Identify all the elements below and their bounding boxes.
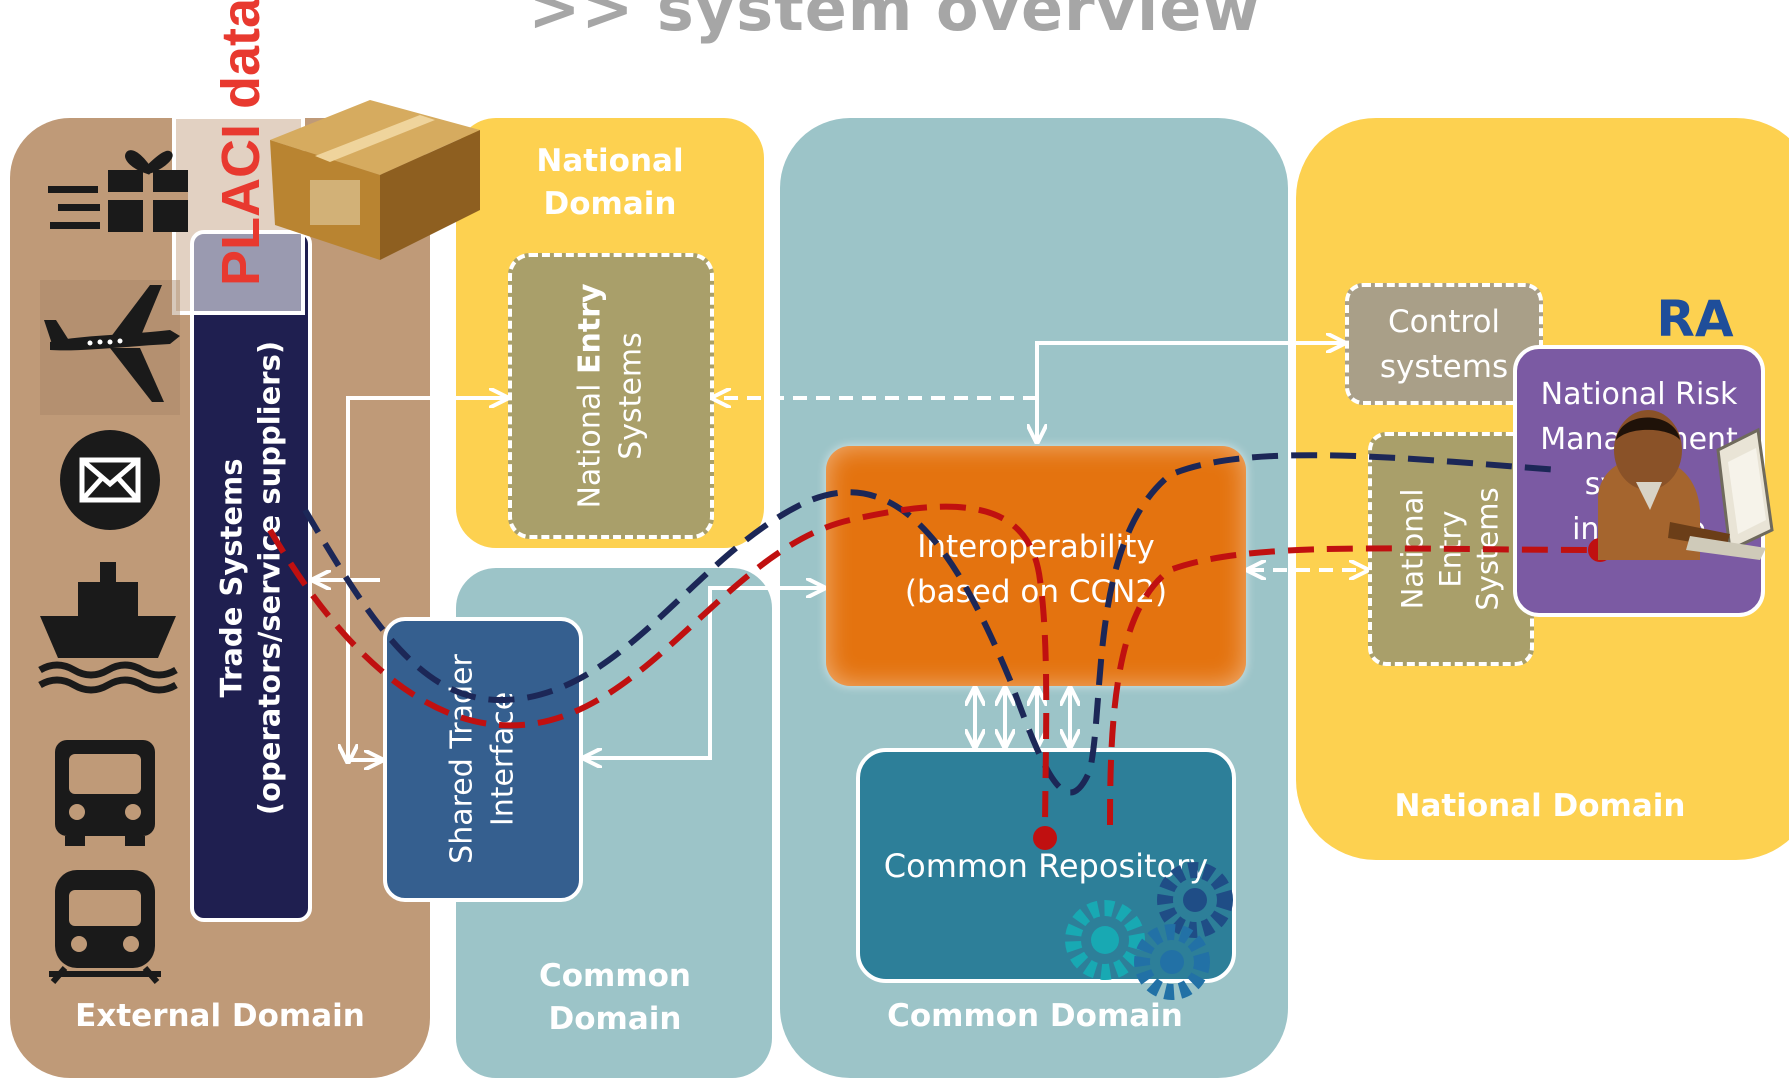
common-repository-label: Common Repository	[883, 847, 1209, 885]
red-flow-path	[267, 503, 1601, 836]
page-title: >> system overview	[528, 0, 1261, 45]
interoperability-line2: (based on CCN2)	[904, 573, 1168, 610]
common-domain-center-label: Common Domain	[887, 998, 1183, 1034]
airplane-icon	[40, 280, 180, 415]
mail-icon	[60, 430, 160, 530]
trade-systems-box[interactable]	[190, 230, 312, 922]
cardboard-box-icon	[270, 100, 480, 260]
gears-icon	[1065, 862, 1233, 1000]
control-systems-box[interactable]	[1345, 283, 1543, 405]
ship-icon	[38, 562, 178, 694]
national-domain-right-label: National Domain	[1394, 788, 1686, 824]
user-at-computer-icon	[1598, 410, 1774, 560]
control-systems-label: Control systems	[1350, 300, 1538, 390]
national-domain-left-label: National Domain	[520, 140, 700, 227]
blue-flow-path	[302, 452, 1561, 796]
national-entry-systems-left-box[interactable]	[508, 253, 714, 539]
common-domain-small-label: Common Domain	[520, 955, 710, 1042]
national-domain-left-label-text: National Domain	[536, 143, 684, 223]
external-domain-label: External Domain	[75, 998, 365, 1034]
control-systems-text: Control systems	[1379, 304, 1509, 385]
common-domain-small-label-text: Common Domain	[538, 958, 692, 1038]
express-gift-icon	[48, 150, 188, 232]
train-icon	[49, 870, 161, 984]
arrow-shared-to-interop	[586, 588, 822, 758]
red-flow-start-dot	[1033, 826, 1057, 850]
truck-icon	[55, 740, 155, 846]
arrow-interop-to-control	[1037, 343, 1342, 440]
common-repository-box[interactable]	[856, 748, 1236, 983]
ra-label: RA	[1656, 290, 1734, 348]
